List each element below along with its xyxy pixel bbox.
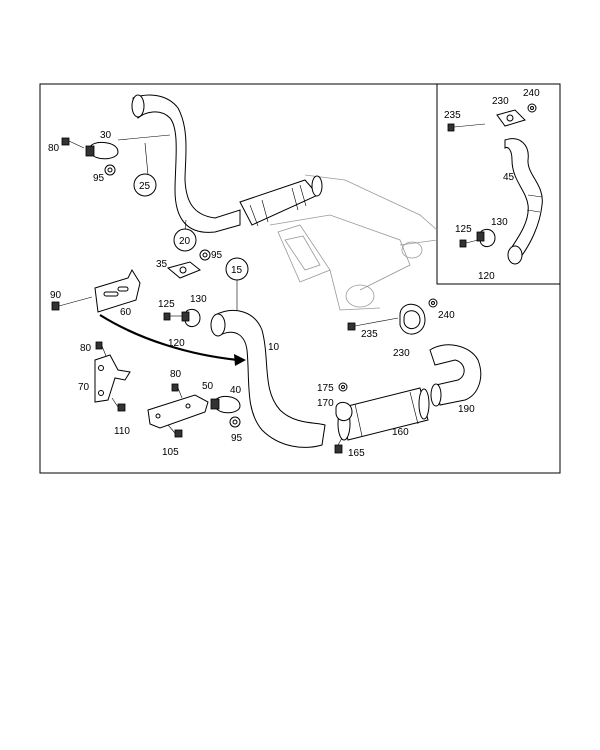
- clamp-130-b: [476, 228, 496, 247]
- bracket-70: [94, 354, 131, 403]
- label-240a: 240: [523, 88, 540, 99]
- label-90: 90: [50, 290, 62, 301]
- inset-pipe-45: [504, 138, 543, 265]
- label-95b: 95: [211, 250, 223, 261]
- label-230a: 230: [492, 96, 509, 107]
- label-240b: 240: [438, 310, 455, 321]
- nut-95-b: [199, 249, 211, 261]
- nut-95-c: [229, 416, 241, 428]
- bolt-235-a: [447, 123, 486, 132]
- label-50: 50: [202, 381, 214, 392]
- bolt-80-c: [171, 383, 183, 399]
- bolt-125-b: [459, 239, 479, 248]
- label-165: 165: [348, 448, 365, 459]
- bolt-165: [334, 437, 343, 454]
- label-35: 35: [156, 259, 168, 270]
- bolt-235-b: [347, 317, 399, 331]
- bracket-60: [94, 268, 141, 313]
- label-170: 170: [317, 398, 334, 409]
- label-120a: 120: [168, 338, 185, 349]
- label-120b: 120: [478, 271, 495, 282]
- label-95a: 95: [93, 173, 105, 184]
- label-15: 15: [231, 265, 243, 276]
- label-235a: 235: [444, 110, 461, 121]
- clamp-170: [335, 402, 353, 421]
- label-130a: 130: [190, 294, 207, 305]
- callout-25-circle: [133, 173, 157, 197]
- label-40: 40: [230, 385, 242, 396]
- label-125a: 125: [158, 299, 175, 310]
- pipe-10: [210, 310, 326, 448]
- bolt-80-a: [61, 137, 85, 149]
- label-125b: 125: [455, 224, 472, 235]
- inset-frame: [436, 84, 560, 285]
- label-105: 105: [162, 447, 179, 458]
- label-80b: 80: [80, 343, 92, 354]
- part-labels: 80 30 95 25 20 35 95 15 90 60 125 130 12…: [48, 88, 540, 459]
- clamp-230: [399, 303, 426, 335]
- pipe-25: [131, 94, 323, 233]
- label-230b: 230: [393, 348, 410, 359]
- callout-20-circle: [173, 228, 197, 252]
- label-45: 45: [503, 172, 515, 183]
- label-60: 60: [120, 307, 132, 318]
- hanger-35: [166, 261, 201, 279]
- vehicle-body-outline: [269, 174, 438, 311]
- bolt-125-a: [163, 312, 182, 321]
- label-25: 25: [139, 181, 151, 192]
- label-70: 70: [78, 382, 90, 393]
- label-80c: 80: [170, 369, 182, 380]
- label-95c: 95: [231, 433, 243, 444]
- clamp-40: [210, 396, 241, 414]
- nut-240-a: [527, 103, 537, 113]
- label-130b: 130: [491, 217, 508, 228]
- diagram-frame: [39, 83, 561, 474]
- bolt-80-b: [95, 341, 107, 357]
- hanger-230-inset: [496, 109, 526, 127]
- label-20: 20: [179, 236, 191, 247]
- nut-240-b: [428, 298, 438, 308]
- bolt-90: [51, 296, 93, 311]
- label-160: 160: [392, 427, 409, 438]
- label-30: 30: [100, 130, 112, 141]
- clamp-130-a: [181, 308, 201, 327]
- nut-175: [338, 382, 348, 392]
- tailpipe-190: [429, 344, 482, 407]
- label-110: 110: [114, 426, 130, 437]
- nut-95-a: [104, 164, 116, 176]
- callout-15-circle: [225, 257, 249, 281]
- label-190: 190: [458, 404, 475, 415]
- bolt-105: [167, 424, 183, 438]
- label-235b: 235: [361, 329, 378, 340]
- bolt-110: [111, 397, 126, 412]
- label-175: 175: [317, 383, 334, 394]
- clamp-30: [85, 142, 119, 160]
- bracket-50: [147, 394, 209, 429]
- assembly-arrow: [99, 314, 246, 366]
- label-80a: 80: [48, 143, 60, 154]
- label-10: 10: [268, 342, 280, 353]
